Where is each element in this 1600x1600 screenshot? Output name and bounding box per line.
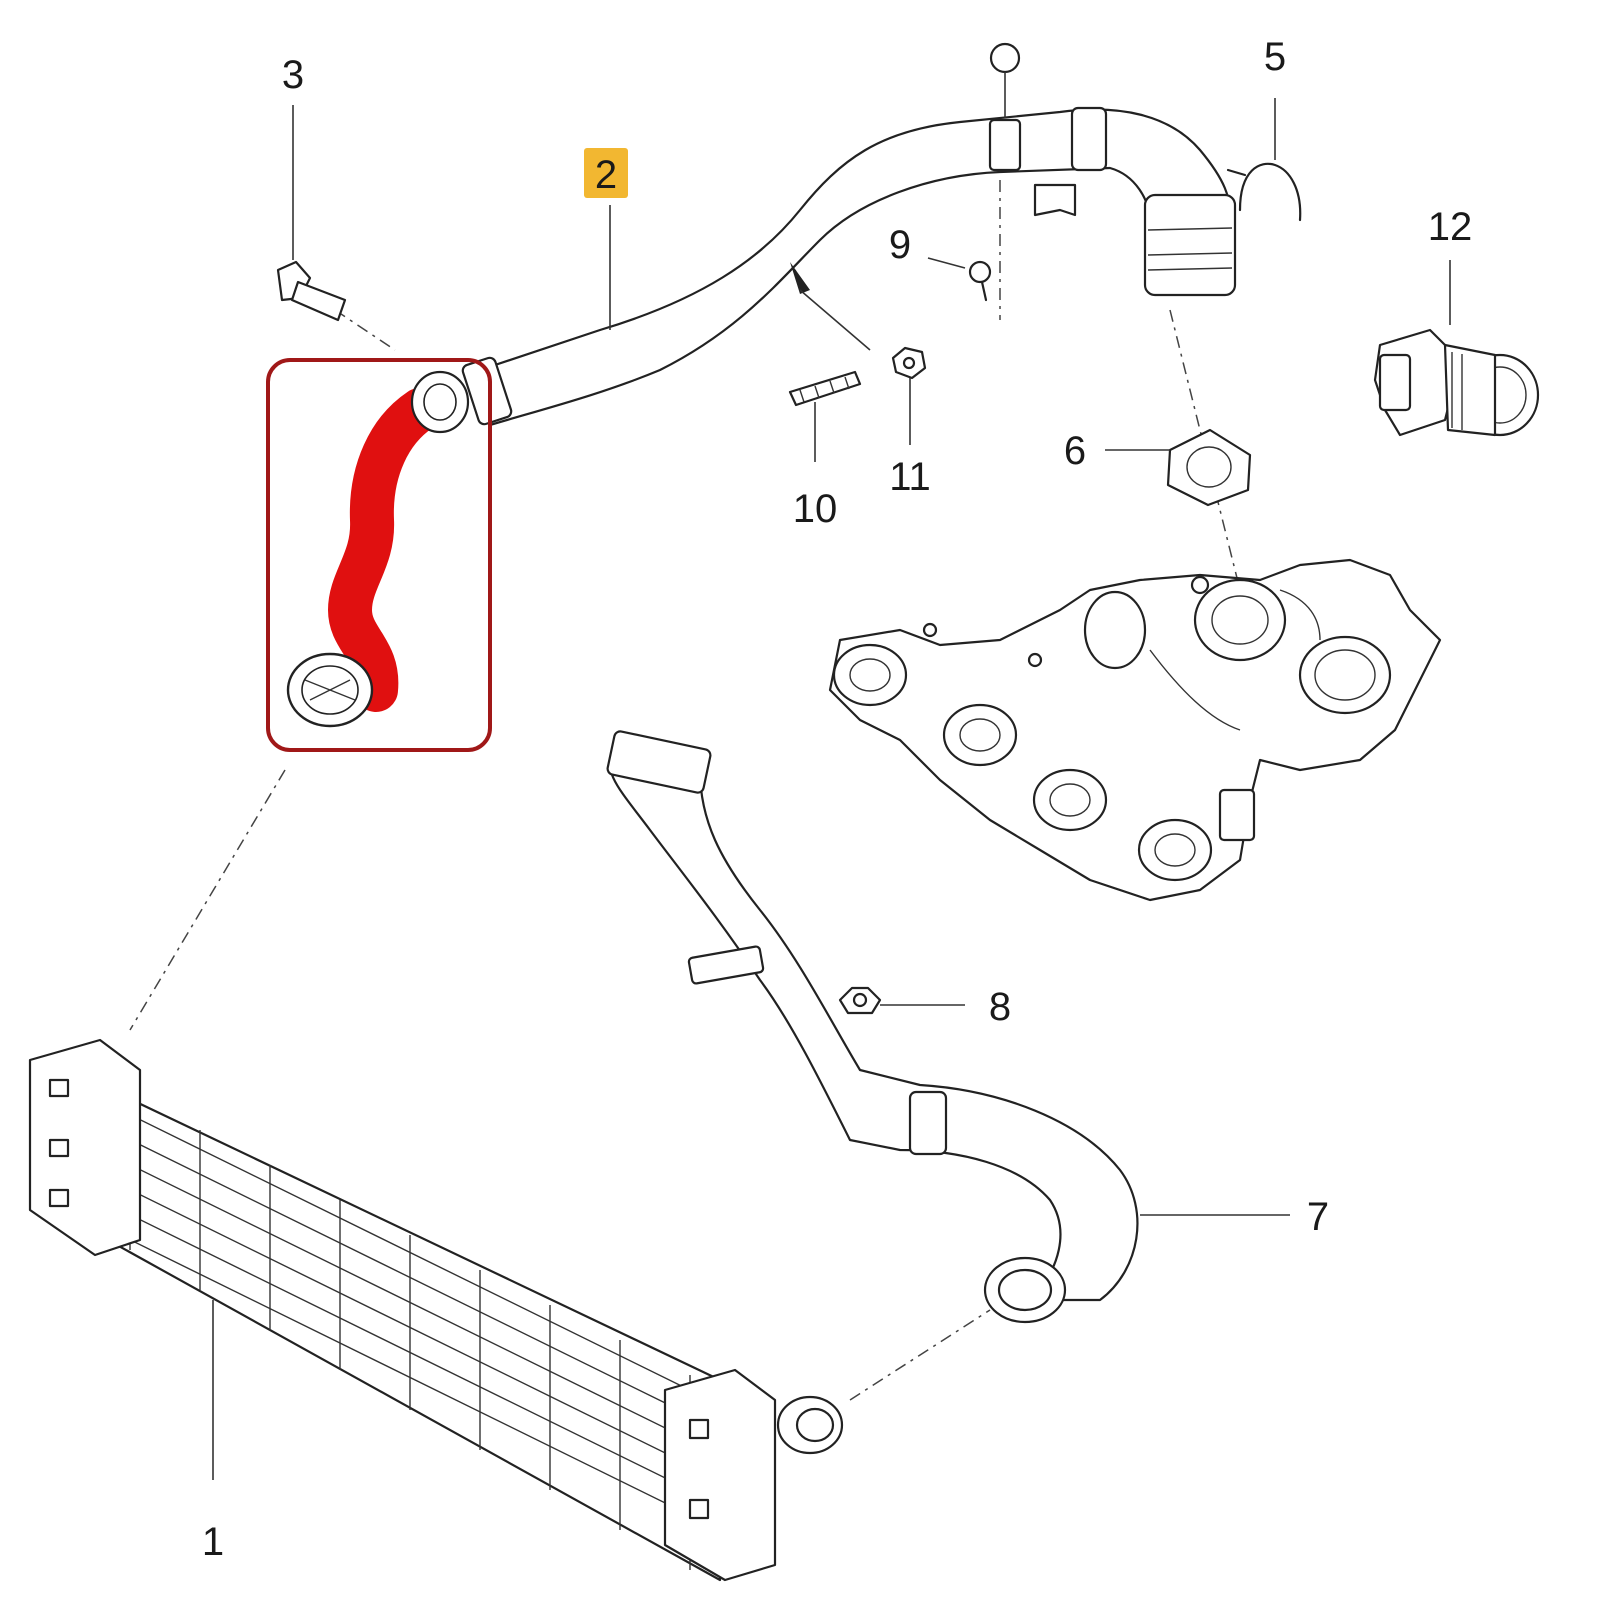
- callout-10: 10: [793, 487, 838, 531]
- callout-12: 12: [1428, 205, 1473, 249]
- callout-2: 2: [595, 153, 617, 197]
- callout-labels: 1 2 3 5 6 7 8 9 10 11 12: [202, 35, 1472, 1564]
- callout-1: 1: [202, 1520, 224, 1564]
- callout-6: 6: [1064, 429, 1086, 473]
- callout-7: 7: [1307, 1195, 1329, 1239]
- nut-11: [891, 346, 927, 380]
- stud-10: [788, 370, 862, 407]
- callout-8: 8: [989, 985, 1011, 1029]
- turbo-manifold-assembly: [828, 558, 1442, 902]
- nut-8: [838, 986, 882, 1015]
- callout-leaders: [212, 98, 1451, 1480]
- gasket-6: [1166, 428, 1252, 507]
- bolt-3: [276, 260, 347, 322]
- callout-5: 5: [1264, 35, 1286, 79]
- highlight-frame: [266, 358, 492, 752]
- callout-3: 3: [282, 53, 304, 97]
- callout-11: 11: [889, 455, 931, 499]
- bolt-9: [968, 260, 992, 302]
- highlighted-hose: [286, 370, 470, 728]
- charge-pipe-upper: [461, 42, 1237, 427]
- charge-pipe-lower: [606, 730, 1139, 1324]
- clip-5: [1226, 162, 1302, 222]
- callout-9: 9: [889, 223, 911, 267]
- callout-2-badge: [584, 148, 628, 198]
- intercooler: [28, 1038, 844, 1582]
- throttle-body-12: [1373, 328, 1540, 437]
